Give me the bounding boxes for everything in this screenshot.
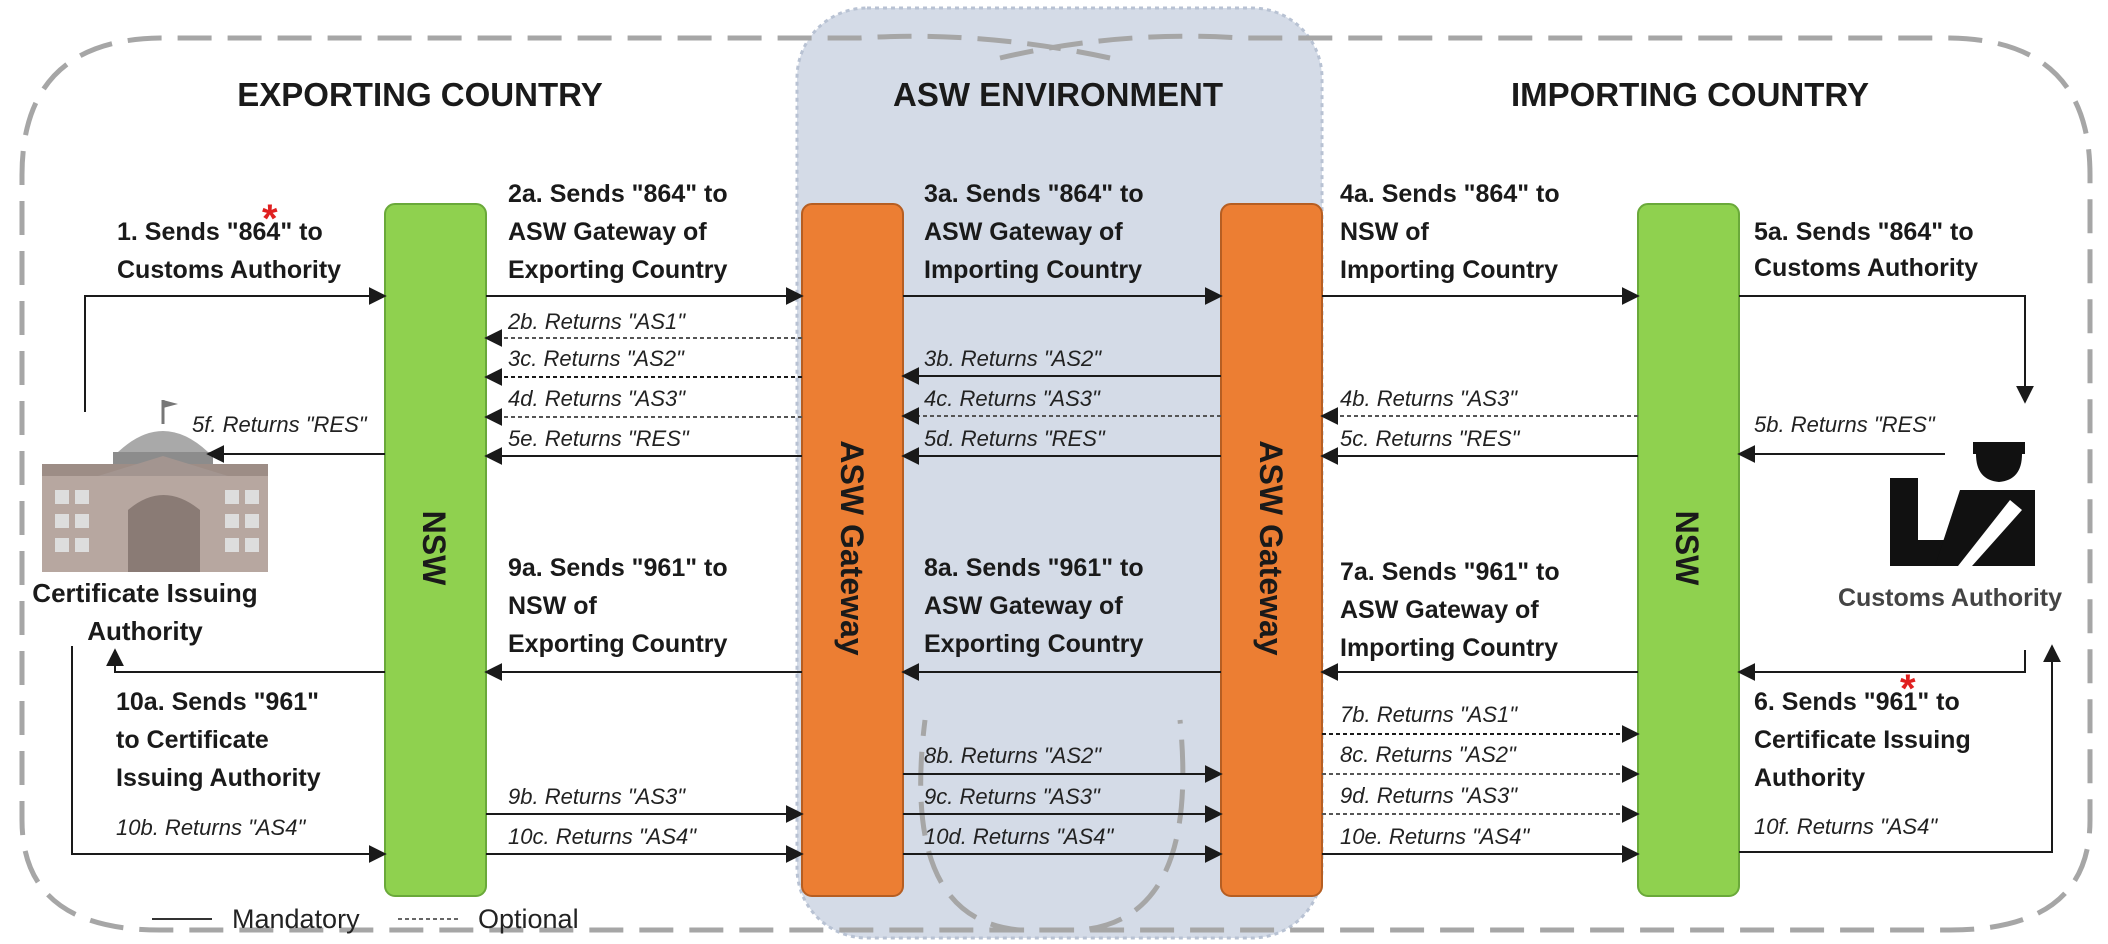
building-icon <box>42 400 268 572</box>
asw-gateway-importing-bar <box>1220 203 1323 897</box>
return-10d-label: 10d. Returns "AS4" <box>924 824 1114 849</box>
asw-environment-header: ASW ENVIRONMENT <box>893 76 1223 113</box>
return-5e-label: 5e. Returns "RES" <box>508 426 690 451</box>
return-8c-label: 8c. Returns "AS2" <box>1340 742 1517 767</box>
nsw-importing-bar <box>1637 203 1740 897</box>
return-4d-label: 4d. Returns "AS3" <box>508 386 686 411</box>
return-4c-label: 4c. Returns "AS3" <box>924 386 1101 411</box>
arrow-step-6 <box>1737 650 2026 681</box>
importing-country-boundary <box>918 33 2093 933</box>
exporting-country-header: EXPORTING COUNTRY <box>237 76 602 113</box>
return-8b-label: 8b. Returns "AS2" <box>924 743 1102 768</box>
asw-gateway-exporting-bar <box>801 203 904 897</box>
return-3b-label: 3b. Returns "AS2" <box>924 346 1102 371</box>
step-5a-label: 5a. Sends "864" to Customs Authority <box>1754 218 1981 282</box>
return-7b-label: 7b. Returns "AS1" <box>1340 702 1518 727</box>
arrow-return-10b <box>71 646 387 863</box>
return-10c-label: 10c. Returns "AS4" <box>508 824 697 849</box>
return-5d-label: 5d. Returns "RES" <box>924 426 1106 451</box>
arrow-return-10f <box>1739 644 2061 853</box>
asterisk-961: * <box>1900 667 1916 711</box>
nsw-importing-label: NSW <box>1669 511 1705 586</box>
step-8a-label: 8a. Sends "961" to ASW Gateway of Export… <box>924 554 1151 658</box>
certificate-authority-label-2: Authority <box>87 616 203 646</box>
step-10a-label: 10a. Sends "961" to Certificate Issuing … <box>116 688 326 792</box>
return-9b-label: 9b. Returns "AS3" <box>508 784 686 809</box>
exporting-country-boundary <box>19 33 1186 933</box>
arrow-step-5a <box>1739 295 2034 404</box>
return-10e-label: 10e. Returns "AS4" <box>1340 824 1530 849</box>
return-3c-label: 3c. Returns "AS2" <box>508 346 685 371</box>
return-10f-label: 10f. Returns "AS4" <box>1754 814 1938 839</box>
step-1-label: 1. Sends "864" to Customs Authority <box>117 218 341 284</box>
step-6-label: 6. Sends "961" to Certificate Issuing Au… <box>1754 688 1978 792</box>
asw-gateway-importing-label: ASW Gateway <box>1253 440 1289 655</box>
customs-officer-icon <box>1890 442 2035 566</box>
customs-authority-label: Customs Authority <box>1838 584 2062 612</box>
nsw-exporting-bar <box>384 203 487 897</box>
arrow-step-1 <box>84 287 387 412</box>
step-9a-label: 9a. Sends "961" to NSW of Exporting Coun… <box>508 554 735 658</box>
return-5f-label: 5f. Returns "RES" <box>192 412 368 437</box>
nsw-exporting-label: NSW <box>416 511 452 586</box>
legend-optional-label: Optional <box>478 904 579 934</box>
return-4b-label: 4b. Returns "AS3" <box>1340 386 1518 411</box>
certificate-authority-label-1: Certificate Issuing <box>32 578 257 608</box>
asterisk-864: * <box>262 197 278 241</box>
importing-country-header: IMPORTING COUNTRY <box>1511 76 1869 113</box>
step-2a-label: 2a. Sends "864" to ASW Gateway of Export… <box>508 180 735 284</box>
step-3a-label: 3a. Sends "864" to ASW Gateway of Import… <box>924 180 1151 284</box>
return-9d-label: 9d. Returns "AS3" <box>1340 783 1518 808</box>
legend-mandatory-label: Mandatory <box>232 904 360 934</box>
step-4a-label: 4a. Sends "864" to NSW of Importing Coun… <box>1340 180 1567 284</box>
return-2b-label: 2b. Returns "AS1" <box>507 309 686 334</box>
return-5c-label: 5c. Returns "RES" <box>1340 426 1521 451</box>
return-5b-label: 5b. Returns "RES" <box>1754 412 1936 437</box>
return-10b-label: 10b. Returns "AS4" <box>116 815 306 840</box>
return-9c-label: 9c. Returns "AS3" <box>924 784 1101 809</box>
asw-gateway-exporting-label: ASW Gateway <box>834 440 870 655</box>
arrow-step-10a <box>106 648 385 673</box>
step-7a-label: 7a. Sends "961" to ASW Gateway of Import… <box>1340 558 1567 662</box>
